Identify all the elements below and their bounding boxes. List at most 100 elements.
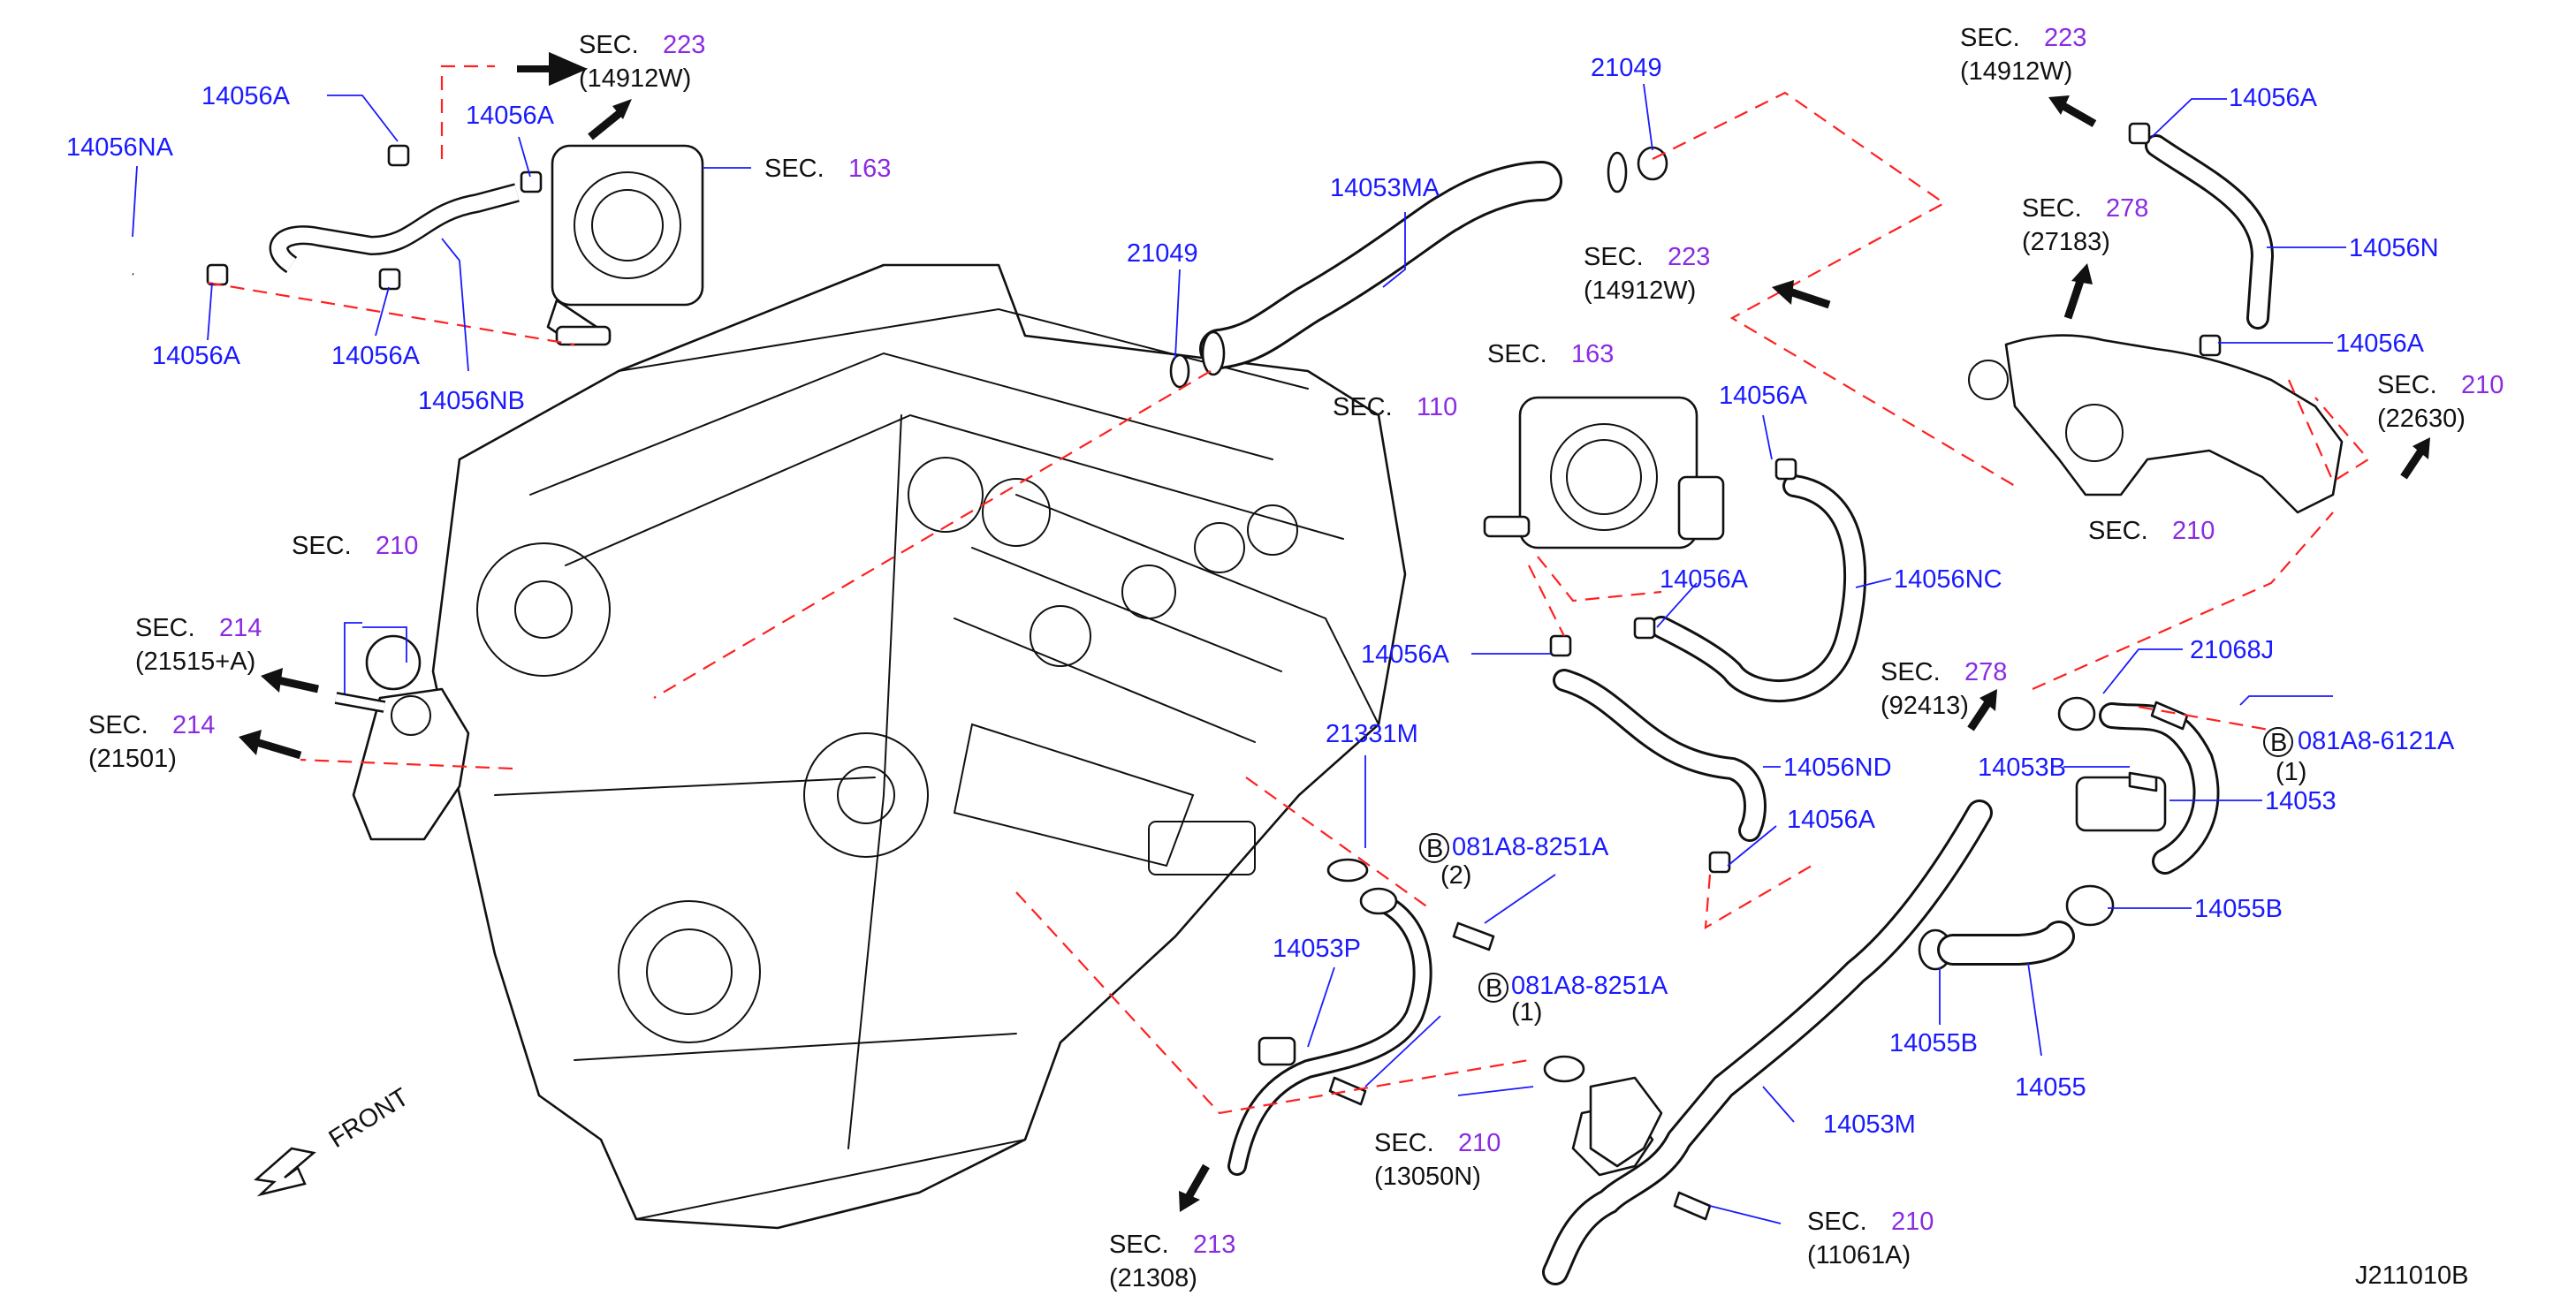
callout-14053: 14053 bbox=[2265, 787, 2337, 815]
callout-21049: 21049 bbox=[1591, 54, 1662, 82]
bolt-mark-circles bbox=[1419, 727, 2293, 1003]
pipe-14053ma bbox=[1199, 151, 1628, 376]
section-number: 210 bbox=[1891, 1208, 1934, 1236]
section-number: 223 bbox=[663, 31, 705, 59]
section-label: SEC. bbox=[1960, 24, 2020, 52]
callout-21068j: 21068J bbox=[2190, 636, 2274, 664]
callout-14056nb: 14056NB bbox=[418, 387, 525, 415]
section-number: 214 bbox=[172, 711, 215, 739]
section-part-ref: (21308) bbox=[1109, 1264, 1197, 1292]
hose-14056na bbox=[103, 144, 395, 281]
section-part-ref: (22630) bbox=[2377, 405, 2466, 433]
bolts bbox=[1328, 701, 2189, 1221]
callout-14056a: 14056A bbox=[2336, 330, 2425, 358]
clamp-14055b bbox=[1918, 884, 2115, 971]
section-label: SEC. bbox=[764, 155, 824, 183]
callout-14056a: 14056A bbox=[2229, 84, 2318, 112]
section-label: SEC. bbox=[2088, 517, 2148, 545]
section-number: 210 bbox=[2461, 371, 2504, 399]
section-label: SEC. bbox=[1333, 393, 1393, 421]
callout-14056a: 14056A bbox=[1660, 565, 1749, 594]
section-part-ref: (14912W) bbox=[579, 64, 691, 93]
section-number: 210 bbox=[2172, 517, 2215, 545]
leader-lines bbox=[132, 83, 2346, 1224]
callout-14056a: 14056A bbox=[152, 342, 241, 370]
callout-14056a: 14056A bbox=[1719, 382, 1808, 410]
section-label: SEC. bbox=[579, 31, 639, 59]
section-number: 163 bbox=[848, 155, 891, 183]
callout-14056nc: 14056NC bbox=[1894, 565, 2002, 594]
section-part-ref: (21515+A) bbox=[135, 648, 255, 676]
section-number: 278 bbox=[1964, 658, 2007, 686]
section-label: SEC. bbox=[2022, 194, 2082, 223]
section-number: 223 bbox=[2044, 24, 2086, 52]
callout-14053b: 14053B bbox=[1978, 754, 2066, 782]
bolt-mark-letter: B bbox=[1486, 974, 1502, 1003]
section-label: SEC. bbox=[1584, 243, 1644, 271]
callout-14053p: 14053P bbox=[1273, 935, 1361, 963]
callout-14056n: 14056N bbox=[2349, 234, 2439, 262]
hose-14056nd bbox=[1553, 669, 1767, 842]
callout-14056a: 14056A bbox=[1361, 640, 1450, 669]
section-number: 213 bbox=[1193, 1231, 1235, 1259]
callout-14056a: 14056A bbox=[201, 82, 291, 110]
bolt-mark-qty: (1) bbox=[1511, 998, 1542, 1027]
callout-081a8-6121a: 081A8-6121A bbox=[2298, 727, 2455, 755]
section-part-ref: (14912W) bbox=[1584, 277, 1696, 305]
callout-14056a: 14056A bbox=[1787, 806, 1876, 834]
callout-14056nd: 14056ND bbox=[1783, 754, 1892, 782]
callout-081a8-8251a: 081A8-8251A bbox=[1452, 833, 1609, 861]
section-label: SEC. bbox=[1487, 340, 1547, 368]
callout-14055b: 14055B bbox=[1889, 1029, 1978, 1057]
section-label: SEC. bbox=[88, 711, 148, 739]
section-number: 210 bbox=[376, 532, 418, 560]
callout-14056a: 14056A bbox=[466, 102, 555, 130]
callout-21049: 21049 bbox=[1127, 239, 1198, 268]
hose-clamps bbox=[206, 122, 2222, 874]
section-label: SEC. bbox=[292, 532, 352, 560]
arrows bbox=[239, 51, 2430, 1212]
hose-14056n bbox=[2145, 134, 2275, 330]
section-part-ref: (92413) bbox=[1881, 692, 1969, 720]
section-part-ref: (27183) bbox=[2022, 228, 2110, 256]
section-number: 110 bbox=[1417, 393, 1457, 421]
water-inlet-210 bbox=[1589, 1076, 1663, 1168]
hose-14055 bbox=[1937, 921, 2075, 966]
section-part-ref: (21501) bbox=[88, 745, 177, 773]
section-number: 210 bbox=[1458, 1129, 1501, 1157]
section-label: SEC. bbox=[1109, 1231, 1169, 1259]
section-part-ref: (13050N) bbox=[1374, 1163, 1481, 1191]
section-number: 223 bbox=[1668, 243, 1710, 271]
callout-14056a: 14056A bbox=[331, 342, 421, 370]
bolt-mark-qty: (1) bbox=[2276, 758, 2306, 786]
callout-081a8-8251a: 081A8-8251A bbox=[1511, 972, 1668, 1000]
hose-14056nc bbox=[1650, 474, 1867, 702]
section-number: 278 bbox=[2106, 194, 2148, 223]
section-part-ref: (14912W) bbox=[1960, 57, 2072, 86]
section-part-ref: (11061A) bbox=[1807, 1241, 1911, 1269]
throttle-body-left bbox=[546, 144, 704, 346]
callout-21331m: 21331M bbox=[1326, 720, 1418, 748]
bolt-mark-letter: B bbox=[1426, 835, 1443, 863]
section-label: SEC. bbox=[1881, 658, 1941, 686]
water-outlet-210 bbox=[1968, 334, 2344, 514]
section-label: SEC. bbox=[1807, 1208, 1867, 1236]
callout-14055b: 14055B bbox=[2194, 895, 2283, 923]
section-label: SEC. bbox=[1374, 1129, 1434, 1157]
section-number: 214 bbox=[219, 614, 262, 642]
gasket-21331m bbox=[1326, 858, 1369, 883]
callout-14055: 14055 bbox=[2015, 1073, 2086, 1102]
bolt-mark-qty: (2) bbox=[1440, 861, 1471, 890]
section-label: SEC. bbox=[2377, 371, 2437, 399]
hose-14056nb bbox=[269, 183, 520, 274]
bolt-mark-letter: B bbox=[2270, 729, 2287, 757]
callout-14053ma: 14053MA bbox=[1330, 174, 1440, 202]
pipe-14053 bbox=[2057, 696, 2220, 875]
drawing-id: J211010B bbox=[2355, 1262, 2468, 1290]
dashed-reference-lines bbox=[207, 64, 2370, 1115]
section-label: SEC. bbox=[135, 614, 195, 642]
engine-block bbox=[431, 263, 1407, 1230]
throttle-body-center bbox=[1483, 396, 1725, 549]
